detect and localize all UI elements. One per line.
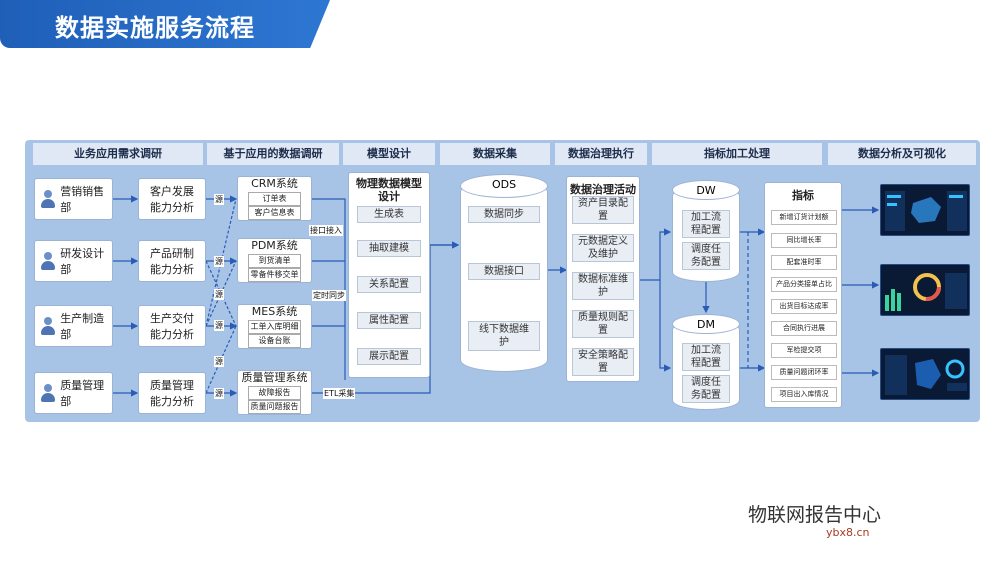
header-visualization: 数据分析及可视化 <box>828 143 976 165</box>
watermark-text: 物联网报告中心 <box>748 504 882 526</box>
flow-label-interface: 接口接入 <box>309 225 343 236</box>
governance-item: 安全策略配 置 <box>572 348 634 376</box>
table-item: 质量问题报告 <box>248 400 301 414</box>
dept-quality: 质量管理部 <box>34 372 113 414</box>
dept-label: 研发设计部 <box>60 247 105 276</box>
metric-item: 质量问题闭环率 <box>771 365 837 380</box>
dashboard-thumbnail-1 <box>880 184 970 236</box>
dashboard-map-graphic <box>885 355 967 395</box>
metric-item: 新增订货计划额 <box>771 210 837 225</box>
capability-quality: 质量管理 能力分析 <box>138 372 206 414</box>
metric-item: 产品分类接单占比 <box>771 277 837 292</box>
flow-label-sync: 定时同步 <box>312 290 346 301</box>
capability-delivery: 生产交付 能力分析 <box>138 305 206 347</box>
governance-item: 质量规则配 置 <box>572 310 634 338</box>
dashboard-map-graphic <box>885 191 967 231</box>
title-banner: 数据实施服务流程 <box>0 0 330 48</box>
governance-item: 元数据定义 及维护 <box>572 234 634 262</box>
table-item: 到货清单 <box>248 254 301 268</box>
dept-label: 生产制造部 <box>60 312 105 341</box>
ods-item: 数据接口 <box>468 263 540 280</box>
model-item: 生成表 <box>357 206 421 223</box>
system-name: CRM系统 <box>251 177 298 190</box>
system-name: 质量管理系统 <box>241 371 308 384</box>
table-item: 故障报告 <box>248 386 301 400</box>
person-icon <box>41 252 56 270</box>
ods-item: 线下数据维 护 <box>468 321 540 351</box>
header-metric-processing: 指标加工处理 <box>652 143 822 165</box>
metric-item: 合同执行进展 <box>771 321 837 336</box>
capability-product: 产品研制 能力分析 <box>138 240 206 282</box>
system-name: MES系统 <box>251 305 298 318</box>
header-requirement: 业务应用需求调研 <box>33 143 203 165</box>
ods-title: ODS <box>491 178 517 191</box>
metrics-title: 指标 <box>792 189 814 202</box>
dashboard-chart-graphic <box>885 273 967 311</box>
dept-label: 质量管理部 <box>60 379 105 408</box>
metric-item: 项目出入库情况 <box>771 387 837 402</box>
flow-label-etl: ETL采集 <box>323 388 356 399</box>
governance-item: 资产目录配 置 <box>572 196 634 224</box>
system-name: PDM系统 <box>251 239 298 252</box>
page-title: 数据实施服务流程 <box>55 14 255 42</box>
model-item: 关系配置 <box>357 276 421 293</box>
dashboard-thumbnail-2 <box>880 264 970 316</box>
dw-item: 调度任 务配置 <box>682 242 730 270</box>
source-tag: 源 <box>214 289 224 300</box>
person-icon <box>41 190 56 208</box>
header-model-design: 模型设计 <box>343 143 435 165</box>
capability-customer: 客户发展 能力分析 <box>138 178 206 220</box>
watermark-site: ybx8.cn <box>826 526 870 539</box>
source-tag: 源 <box>214 356 224 367</box>
table-item: 客户信息表 <box>248 206 301 220</box>
table-item: 设备台账 <box>248 334 301 348</box>
dept-marketing: 营销销售部 <box>34 178 113 220</box>
metric-item: 军检提交项 <box>771 343 837 358</box>
source-tag: 源 <box>214 256 224 267</box>
metric-item: 同比增长率 <box>771 233 837 248</box>
table-item: 订单表 <box>248 192 301 206</box>
metric-item: 出货目标达成率 <box>771 299 837 314</box>
dashboard-thumbnail-3 <box>880 348 970 400</box>
dm-item: 调度任 务配置 <box>682 375 730 403</box>
dw-title: DW <box>696 184 716 197</box>
ods-cylinder-top <box>460 174 548 198</box>
model-item: 展示配置 <box>357 348 421 365</box>
metric-item: 配套准时率 <box>771 255 837 270</box>
header-data-survey: 基于应用的数据调研 <box>207 143 339 165</box>
dept-production: 生产制造部 <box>34 305 113 347</box>
governance-title: 数据治理活动 <box>570 183 636 196</box>
governance-item: 数据标准维 护 <box>572 272 634 300</box>
person-icon <box>41 317 56 335</box>
dm-cylinder-top <box>672 314 740 334</box>
dept-label: 营销销售部 <box>60 185 105 214</box>
model-item: 属性配置 <box>357 312 421 329</box>
source-tag: 源 <box>214 320 224 331</box>
header-data-collection: 数据采集 <box>440 143 550 165</box>
dw-item: 加工流 程配置 <box>682 210 730 238</box>
table-item: 工单入库明细 <box>248 320 301 334</box>
model-item: 抽取建模 <box>357 240 421 257</box>
person-icon <box>41 384 56 402</box>
header-governance: 数据治理执行 <box>555 143 647 165</box>
source-tag: 源 <box>214 194 224 205</box>
table-item: 零备件移交单 <box>248 268 301 282</box>
dept-rnd: 研发设计部 <box>34 240 113 282</box>
source-tag: 源 <box>214 388 224 399</box>
dm-title: DM <box>697 318 715 331</box>
ods-item: 数据同步 <box>468 206 540 223</box>
model-title: 物理数据模型 设计 <box>356 177 422 203</box>
dw-cylinder-top <box>672 180 740 200</box>
dm-item: 加工流 程配置 <box>682 343 730 371</box>
